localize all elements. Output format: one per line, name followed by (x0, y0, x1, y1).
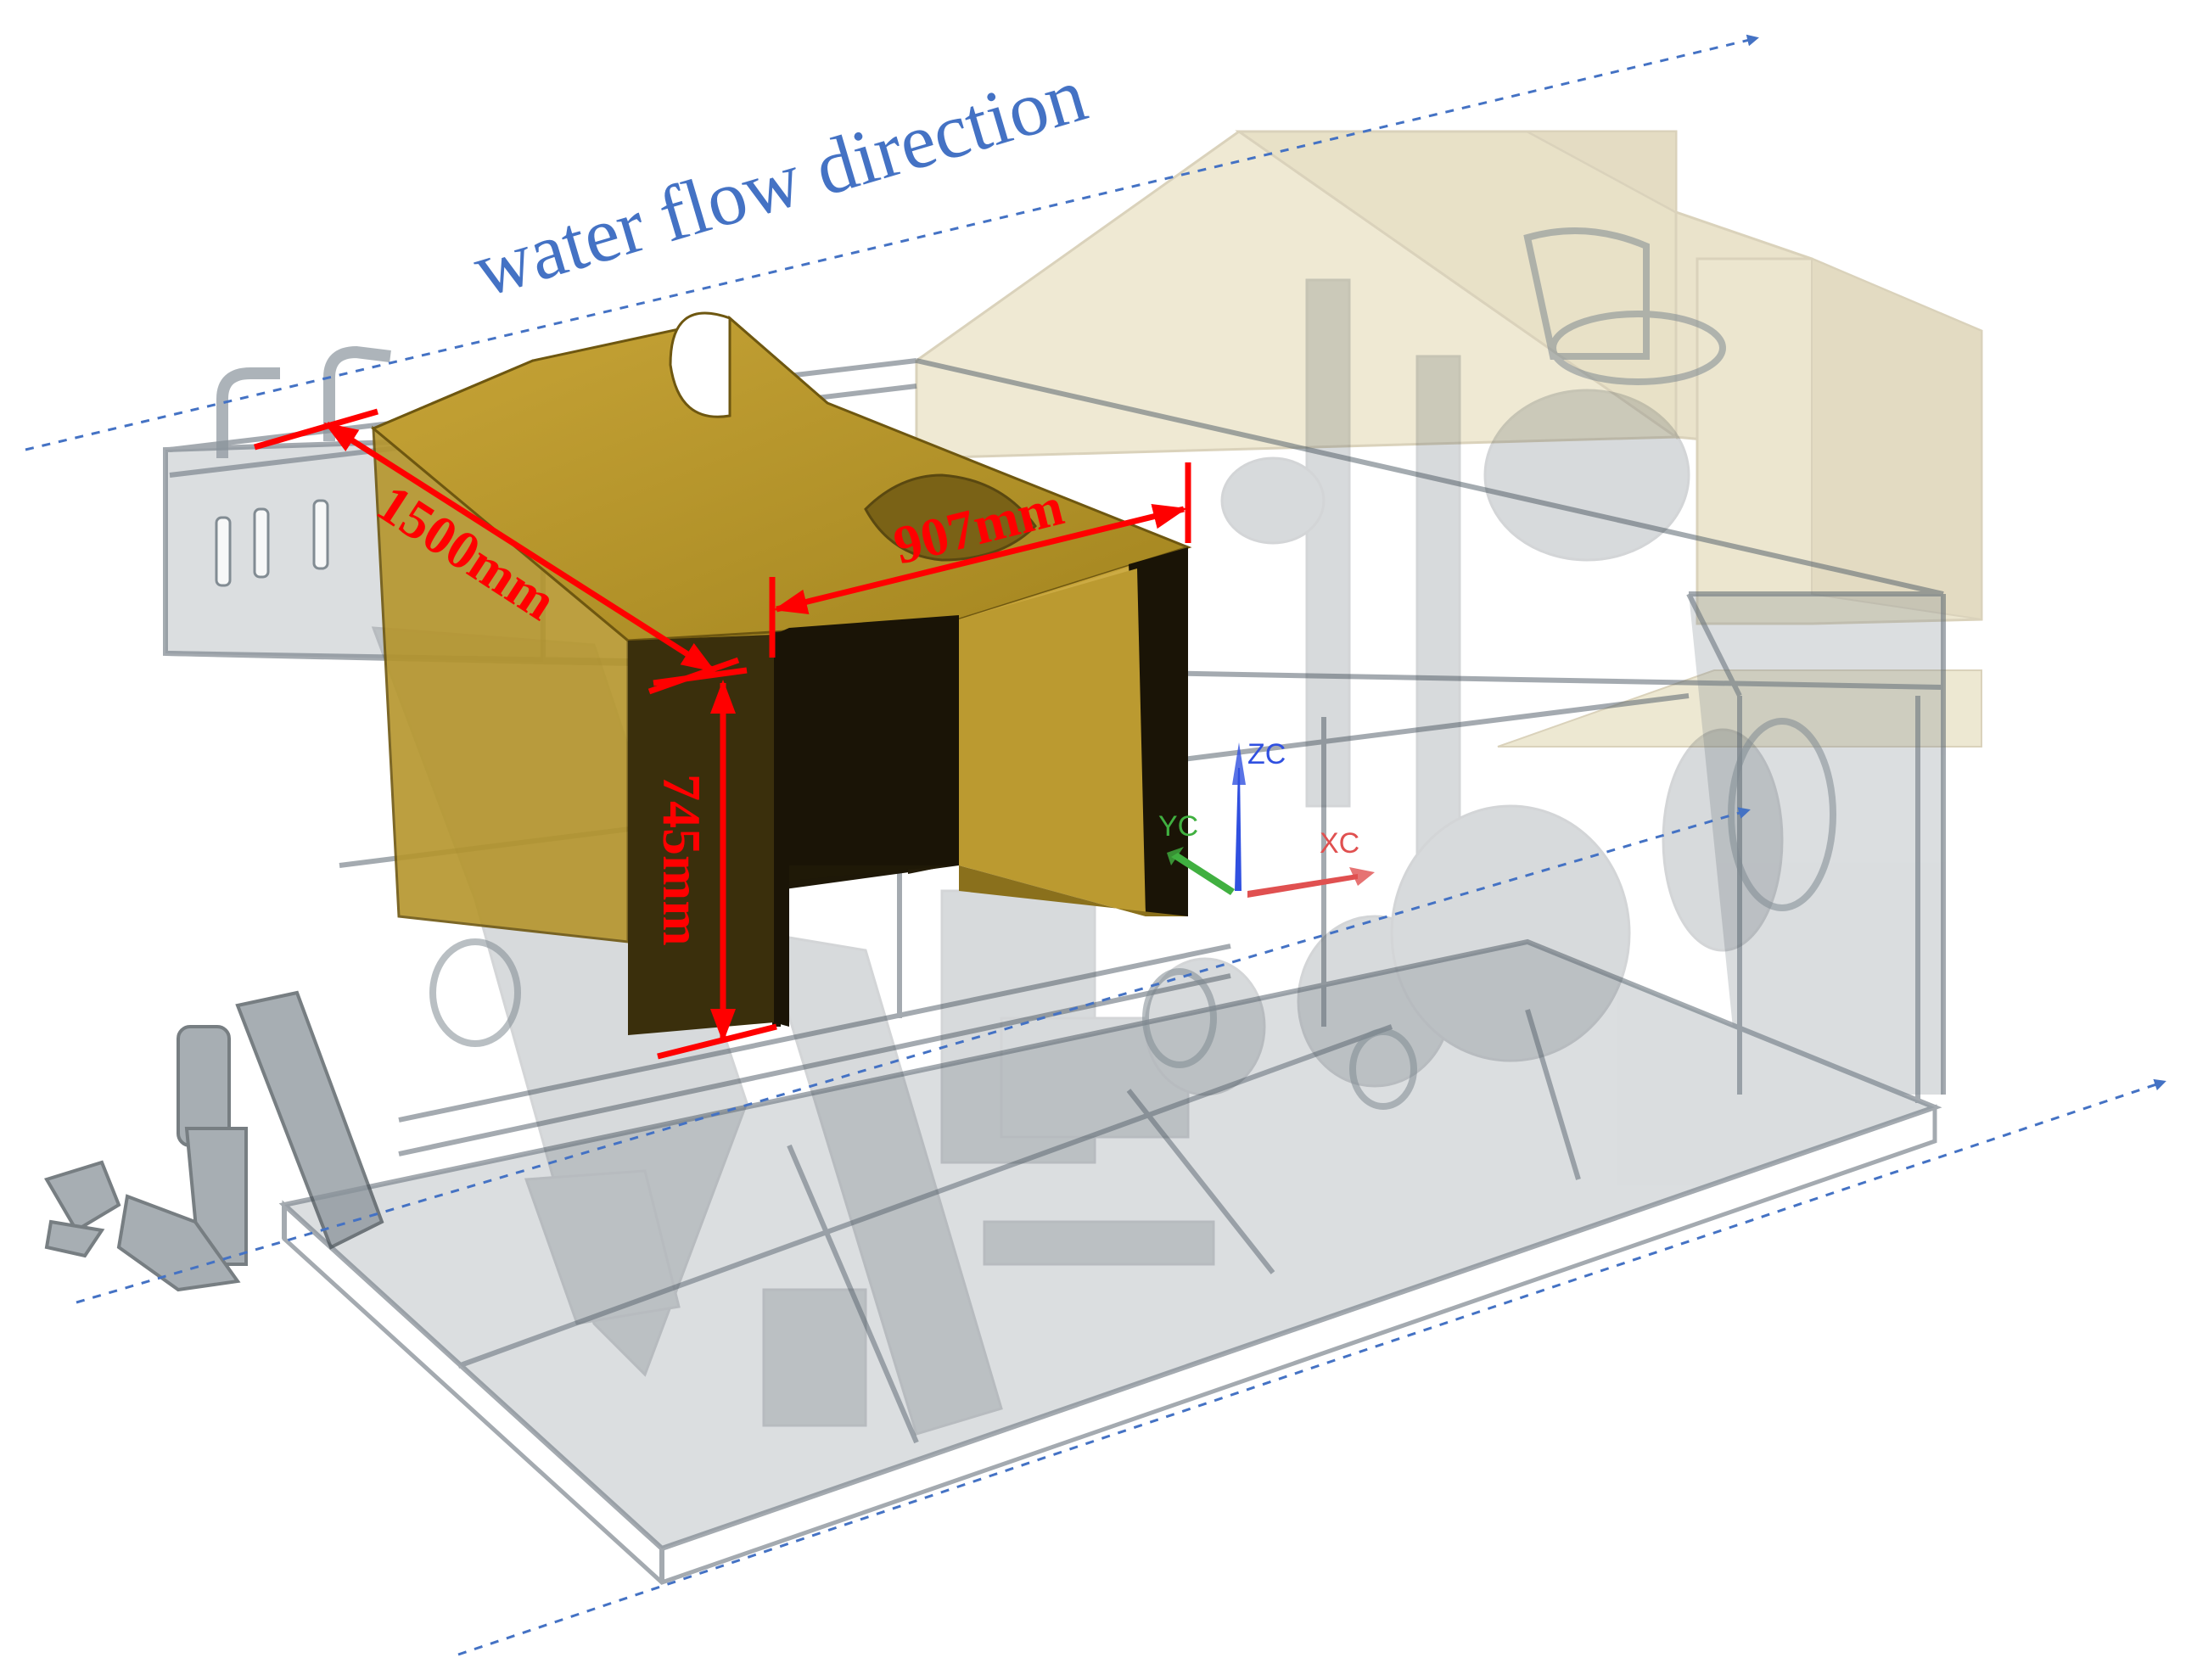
axis-x-label: XC (1320, 827, 1359, 860)
flow-direction-label: water flow direction (464, 51, 1096, 314)
flow-arrow-middle (76, 807, 1751, 1304)
axis-z-label: ZC (1247, 738, 1286, 770)
cutout-left (669, 311, 731, 418)
dim-width-arrow (773, 504, 1187, 614)
manipulator-arm (44, 990, 384, 1292)
frame-windows (215, 499, 329, 587)
axis-x-arrow (1247, 874, 1358, 898)
flow-arrows (25, 34, 2166, 1656)
thrusters (429, 227, 1836, 1110)
axis-y-label: YC (1158, 810, 1198, 843)
coordinate-triad: ZC YC XC (1158, 738, 1375, 898)
dim-length-arrow (323, 422, 716, 673)
battery-tank (915, 130, 1983, 748)
dim-height-label: 745mm (652, 774, 712, 946)
axis-y-arrow (1171, 853, 1235, 895)
flow-arrow-bottom (457, 1078, 2166, 1656)
flow-arrow-top (25, 34, 1759, 451)
axis-z-arrow (1235, 768, 1242, 891)
dimension-lines (254, 408, 1191, 1060)
